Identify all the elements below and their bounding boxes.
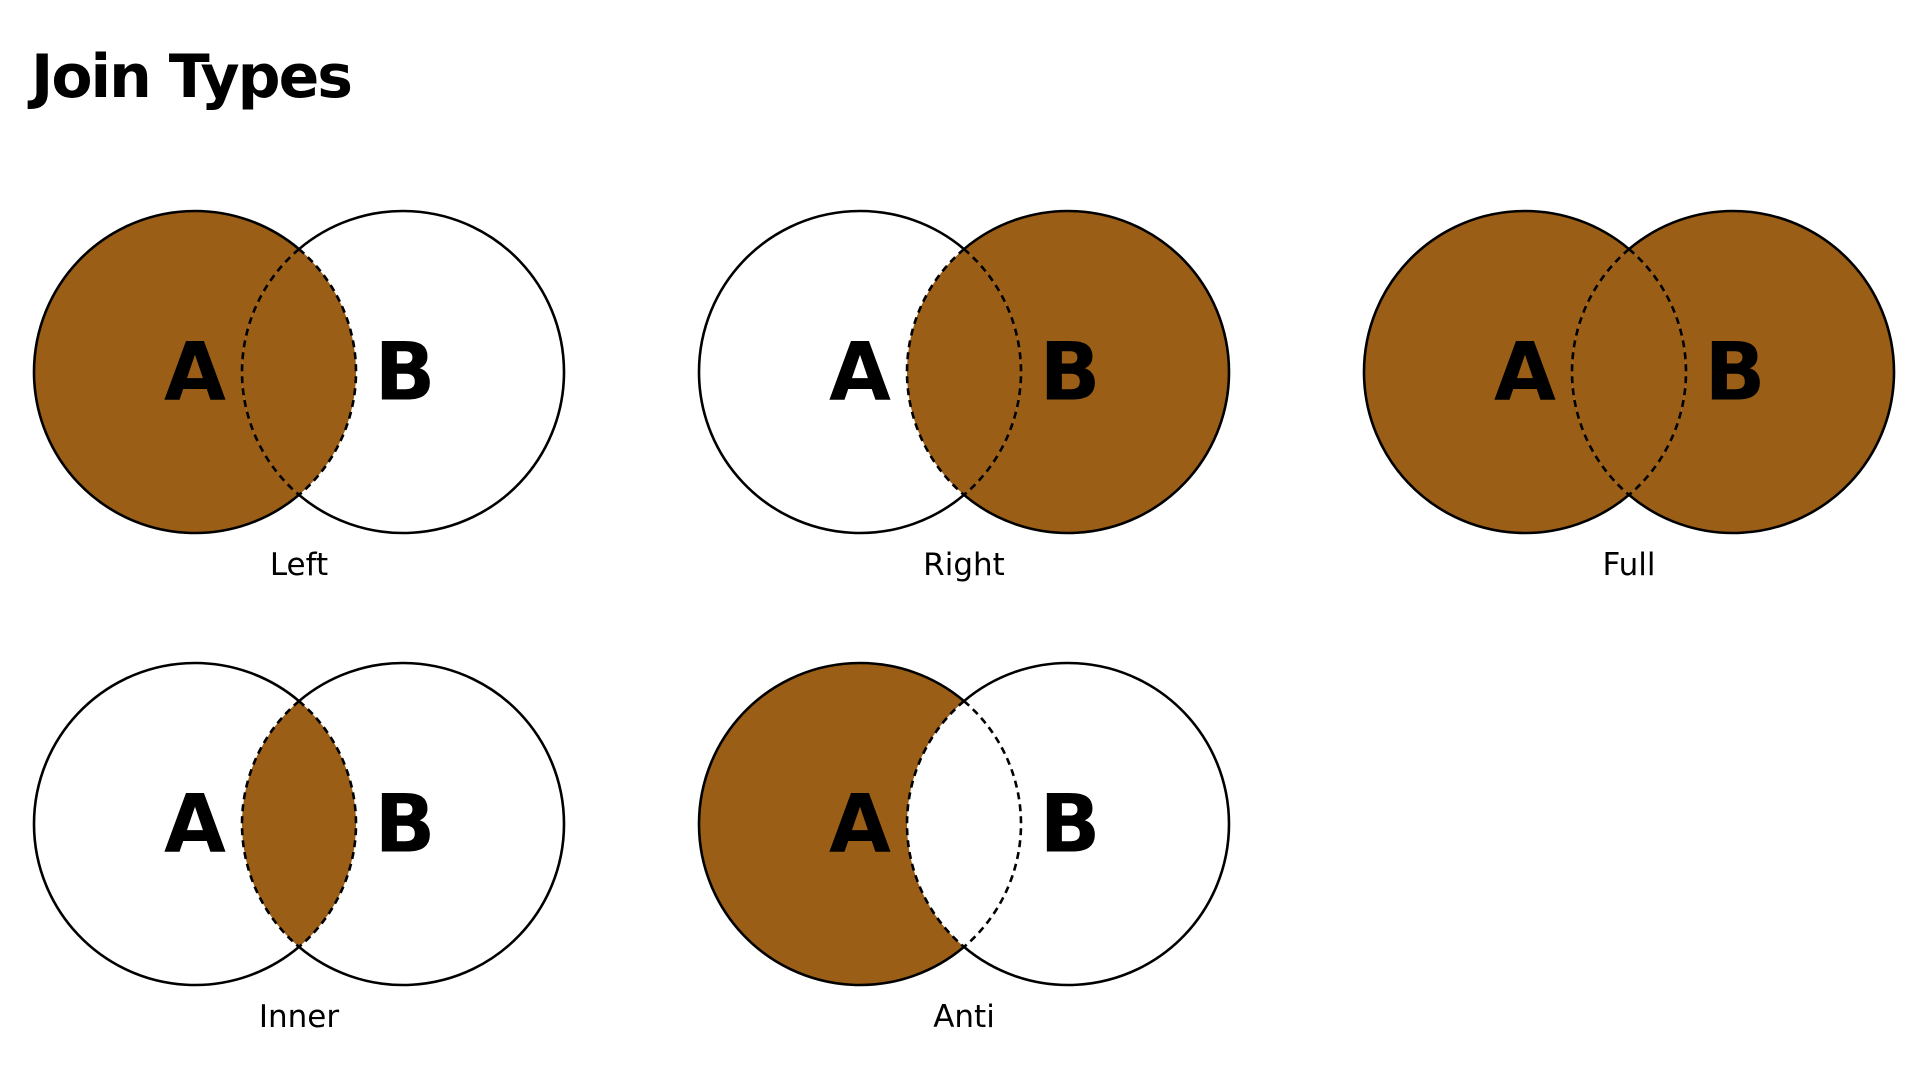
circle-a-inner-dashed	[298, 248, 358, 496]
circle-b-inner-dashed	[240, 700, 300, 948]
shaded-region-a-only	[1364, 211, 1629, 534]
join-label-right: Right	[923, 547, 1005, 583]
circle-b-outline	[298, 661, 566, 987]
set-b-label: B	[375, 778, 436, 871]
circle-b-outline	[963, 209, 1231, 535]
set-b-label: B	[1040, 778, 1101, 871]
venn-right: A B Right	[697, 209, 1231, 583]
join-label-anti: Anti	[933, 999, 995, 1035]
circle-a-outline	[697, 661, 965, 987]
join-label-left: Left	[270, 547, 328, 583]
set-a-label: A	[1494, 326, 1556, 419]
circle-b-outline	[1628, 209, 1896, 535]
shaded-region-b-only	[1629, 211, 1894, 534]
circle-b-inner-dashed	[1570, 248, 1630, 496]
venn-full: A B Full	[1362, 209, 1896, 583]
circle-a-inner-dashed	[963, 700, 1023, 948]
circle-b-inner-dashed	[240, 248, 300, 496]
shaded-region-a-only	[699, 663, 964, 986]
venn-inner: A B Inner	[32, 661, 566, 1035]
circle-a-outline	[32, 209, 300, 535]
join-label-inner: Inner	[259, 999, 340, 1035]
shaded-region-a-only	[34, 211, 300, 534]
shaded-region-b-only	[964, 211, 1229, 534]
venn-left: A B Left	[32, 209, 566, 583]
circle-a-inner-dashed	[298, 700, 358, 948]
join-label-full: Full	[1602, 547, 1655, 583]
circle-a-outline	[32, 661, 300, 987]
shaded-region-intersection	[241, 701, 357, 947]
circle-b-outline	[298, 209, 566, 535]
set-b-label: B	[375, 326, 436, 419]
page-title: Join Types	[31, 42, 353, 112]
circle-a-outline	[1362, 209, 1630, 535]
circle-a-inner-dashed	[963, 248, 1023, 496]
set-b-label: B	[1705, 326, 1766, 419]
set-a-label: A	[164, 326, 226, 419]
venn-anti: A B Anti	[697, 661, 1231, 1035]
set-a-label: A	[829, 778, 891, 871]
shaded-region-intersection	[241, 249, 356, 495]
shaded-region-intersection	[907, 249, 1021, 495]
circle-a-inner-dashed	[1628, 248, 1688, 496]
circle-a-outline	[697, 209, 965, 535]
set-a-label: A	[164, 778, 226, 871]
circle-b-inner-dashed	[905, 700, 965, 948]
set-a-label: A	[829, 326, 891, 419]
circle-b-inner-dashed	[905, 248, 965, 496]
set-b-label: B	[1040, 326, 1101, 419]
shaded-region-intersection	[1572, 249, 1686, 495]
circle-b-outline	[963, 661, 1231, 987]
